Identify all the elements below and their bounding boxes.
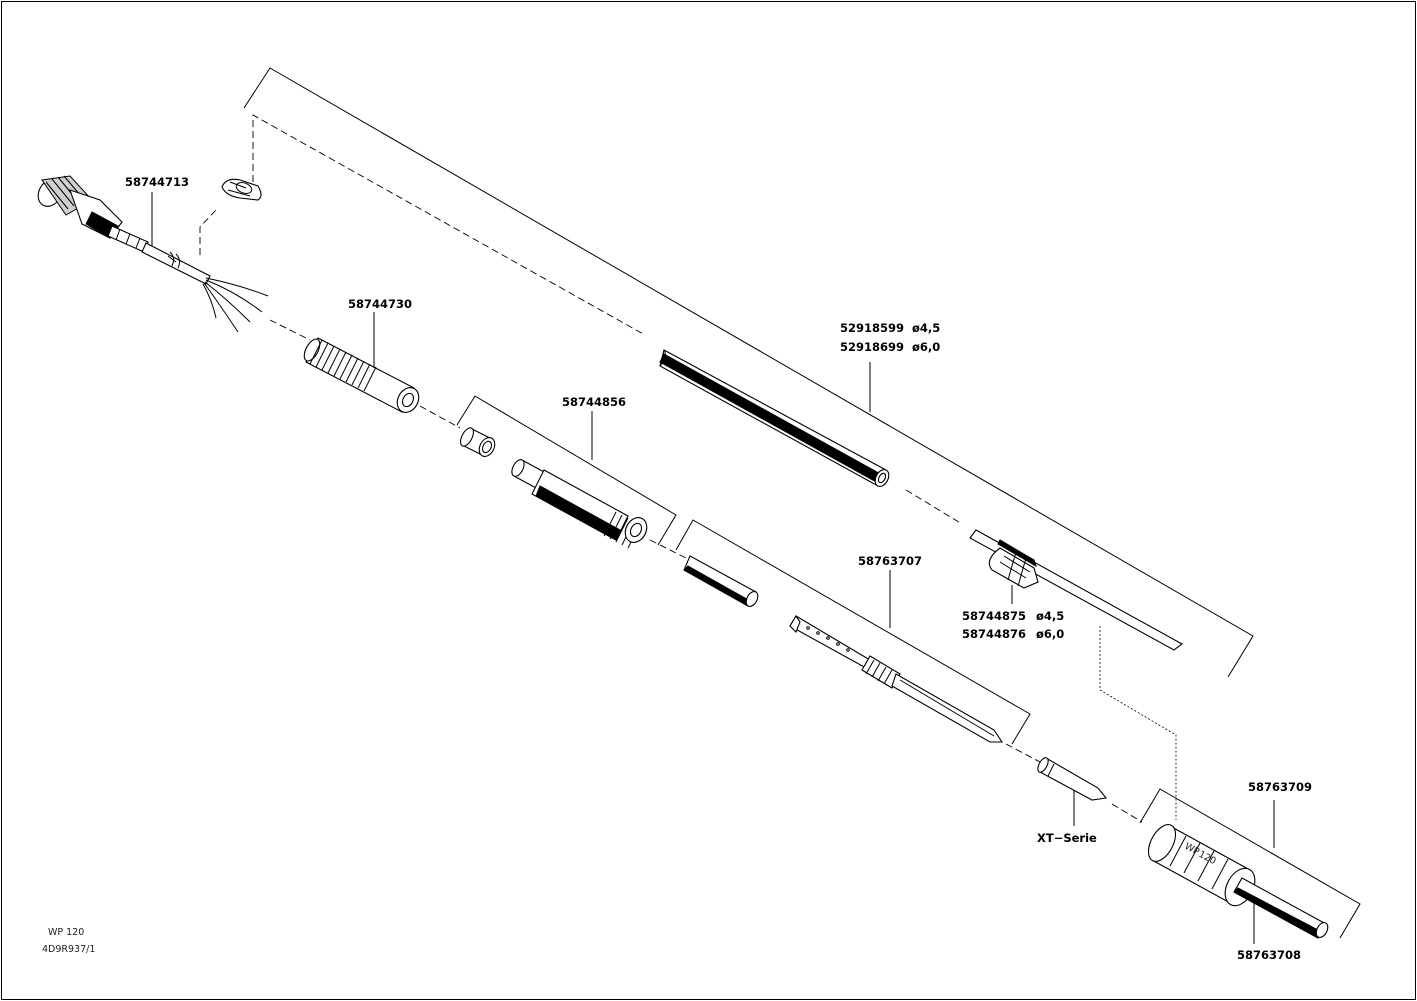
drawing-model: WP 120 [48,927,84,938]
label-size-45-clip: ø4,5 [1036,609,1064,623]
tube-part [659,349,890,487]
leader-clip-to-grip [1099,626,1177,820]
axis-sleeve-handle [419,405,461,429]
label-58763707: 58763707 [858,554,922,568]
grip-part: WP 120 [1147,824,1329,939]
handle-group-parts [460,427,648,549]
label-52918599: 52918599 [840,321,904,335]
heating-element-parts [683,555,1004,743]
tip-part [1037,757,1108,801]
axis-handle-heater [649,539,691,561]
drawing-number: 4D9R937/1 [42,944,95,955]
label-58744713: 58744713 [125,175,189,189]
label-size-45-tube: ø4,5 [912,321,940,335]
label-xt-serie: XT−Serie [1037,831,1097,845]
assembly-bracket-upper [243,67,1254,678]
connector-cable-part [37,175,269,333]
label-58744876: 58744876 [962,627,1026,641]
label-size-60-tube: ø6,0 [912,340,940,354]
axis-tip-grip [1111,803,1143,823]
label-58744730: 58744730 [348,297,412,311]
clip-rod-part [969,529,1184,651]
grip-bracket [1139,788,1361,939]
split-ring-part [221,178,262,201]
label-58744856: 58744856 [562,395,626,409]
label-58763709: 58763709 [1248,780,1312,794]
axis-tube-clip [905,489,963,525]
heater-group-bracket [675,519,1031,745]
leader-ring-to-tube [252,114,646,336]
axis-heater-tip [1005,743,1041,763]
label-size-60-clip: ø6,0 [1036,627,1064,641]
label-58744875: 58744875 [962,609,1026,623]
label-58763708: 58763708 [1237,948,1301,962]
threaded-sleeve-part [303,337,420,413]
label-52918699: 52918699 [840,340,904,354]
axis-cable-sleeve [269,319,311,341]
handle-group-bracket [456,395,677,546]
leader-cable-to-ring [199,209,217,255]
